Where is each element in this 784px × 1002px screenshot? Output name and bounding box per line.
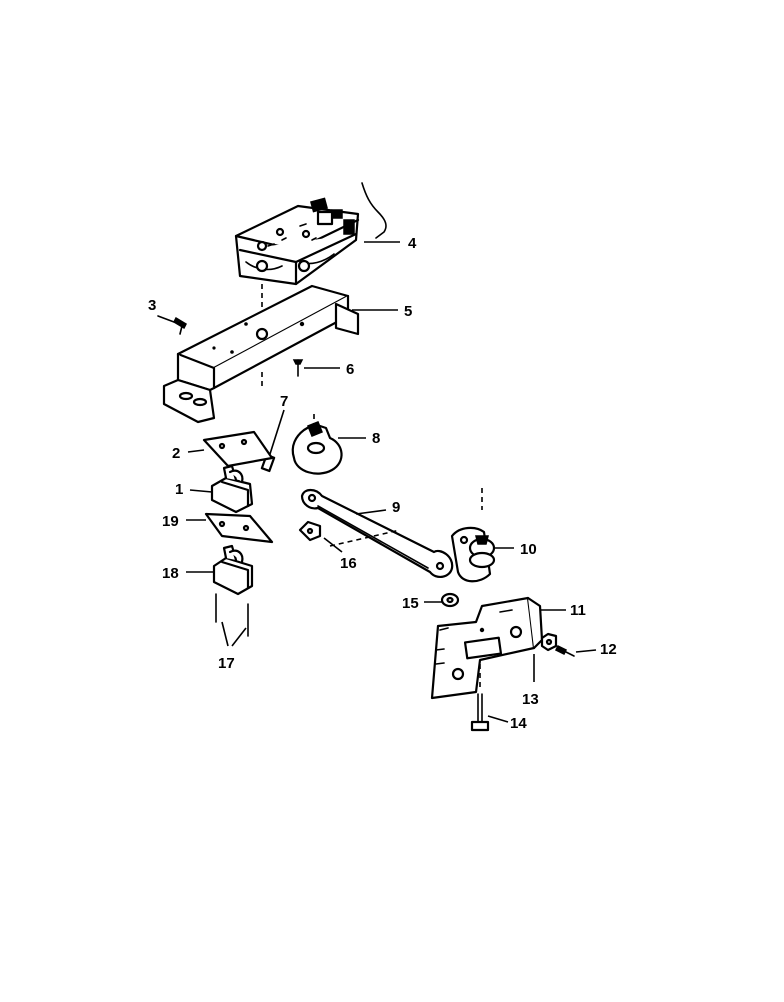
callout-2: 2 <box>172 445 180 462</box>
part-15-nut <box>424 592 460 608</box>
callout-11: 11 <box>570 602 586 619</box>
part-8-cam <box>291 414 366 475</box>
part-6-screw <box>292 359 340 377</box>
callout-17: 17 <box>218 655 235 672</box>
callout-14: 14 <box>510 715 527 732</box>
callout-7: 7 <box>280 393 288 410</box>
callout-12: 12 <box>600 641 617 658</box>
callout-9: 9 <box>392 499 400 516</box>
part-19-plate <box>186 512 274 544</box>
part-5-mounting-bracket <box>162 284 360 424</box>
callout-16: 16 <box>340 555 357 572</box>
callout-3: 3 <box>148 297 156 314</box>
part-12-screw <box>554 644 597 657</box>
callout-13: 13 <box>522 691 539 708</box>
callout-4: 4 <box>408 235 417 252</box>
part-14-bolt <box>470 664 509 732</box>
callout-5: 5 <box>404 303 412 320</box>
part-11-support-bracket <box>430 596 566 700</box>
part-13-nut <box>533 632 558 682</box>
callout-10: 10 <box>520 541 537 558</box>
callout-6: 6 <box>346 361 354 378</box>
callout-8: 8 <box>372 430 380 447</box>
part-10-bushing-arm <box>450 488 514 583</box>
part-4-timer-motor <box>234 182 387 286</box>
part-16-washer <box>298 520 401 553</box>
part-3-screw <box>157 315 187 335</box>
part-1-switch <box>189 464 254 514</box>
callout-15: 15 <box>402 595 419 612</box>
part-18-switch <box>186 544 254 596</box>
callout-1: 1 <box>175 481 183 498</box>
part-17-screws <box>215 593 249 647</box>
part-2-plate <box>187 430 274 468</box>
callout-19: 19 <box>162 513 179 530</box>
callout-18: 18 <box>162 565 179 582</box>
part-9-link-arm <box>300 488 454 578</box>
callout-labels: 4 3 5 6 7 8 2 1 9 19 10 16 18 15 11 12 1… <box>148 235 617 732</box>
